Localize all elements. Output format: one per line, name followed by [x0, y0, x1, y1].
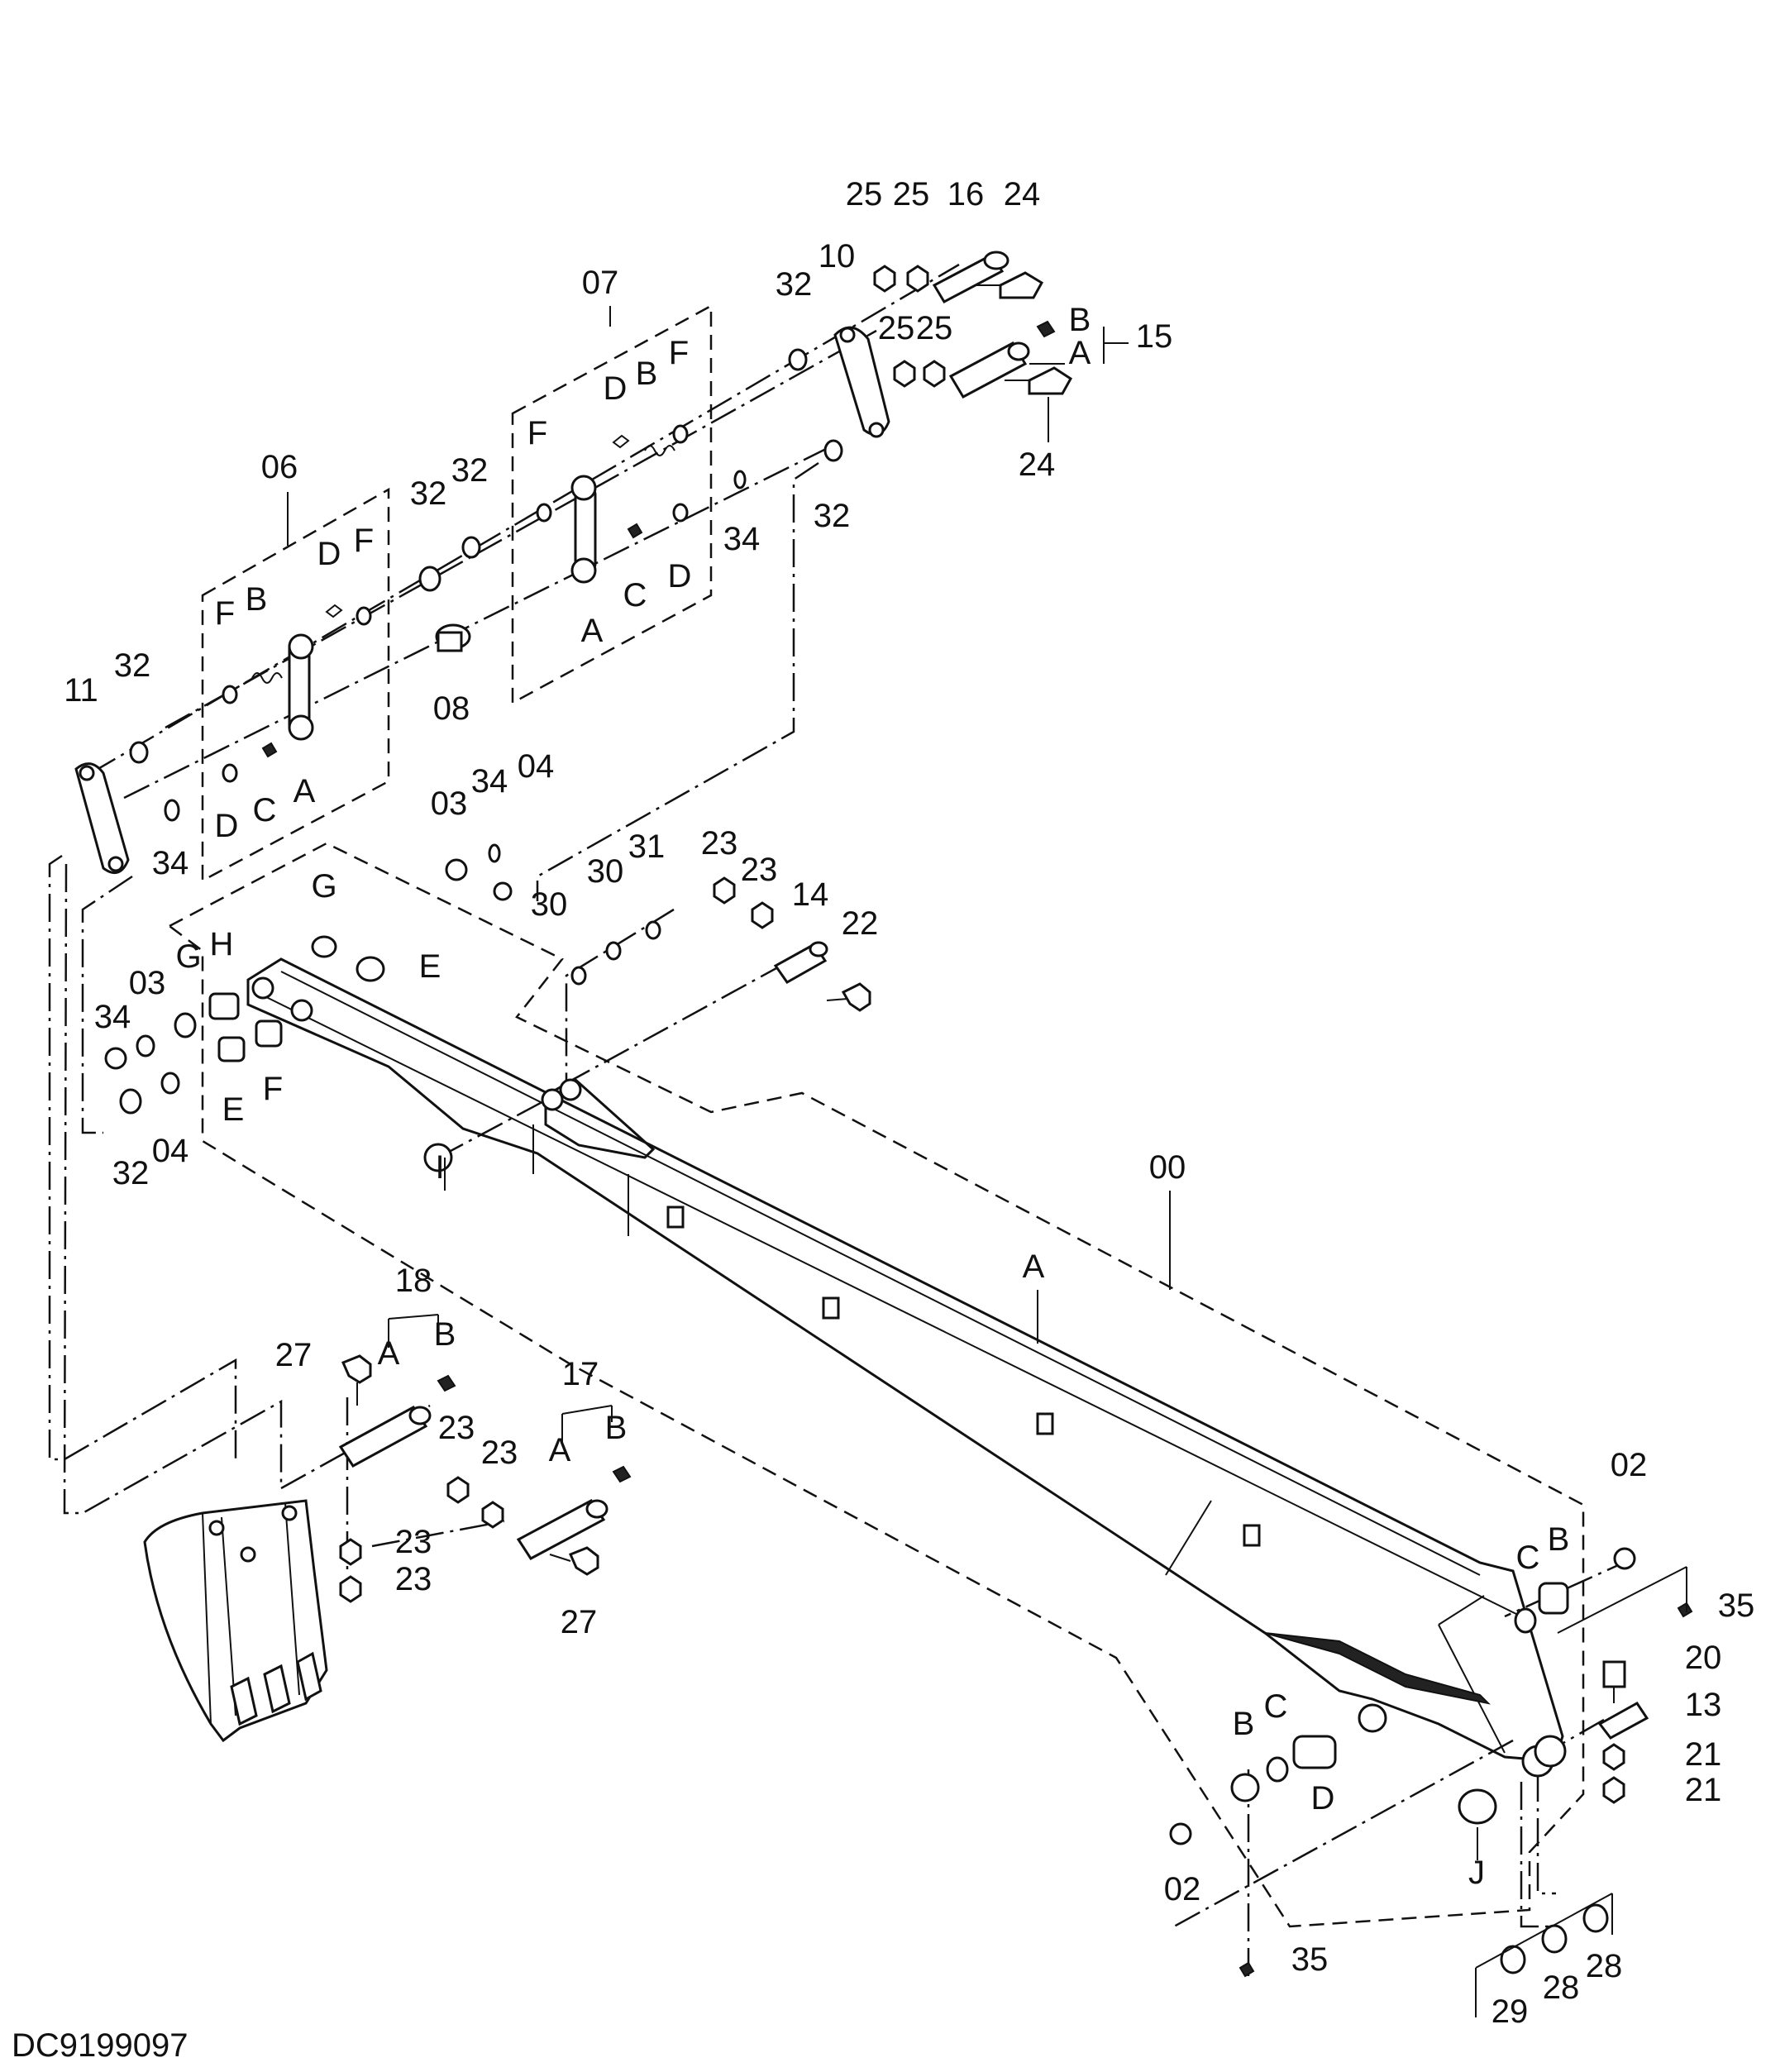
part-label-lD07b: D [668, 558, 692, 594]
part-label-l00: 00 [1149, 1149, 1186, 1186]
part-label-lD06b: D [215, 808, 239, 844]
part-label-lB2: B [1548, 1521, 1570, 1558]
leader-lines [287, 306, 1687, 2017]
part-label-lA07: A [581, 613, 604, 649]
part-label-l23a: 23 [701, 825, 738, 862]
part-label-lA15: A [1069, 335, 1091, 371]
part-label-l25d: 25 [916, 310, 953, 346]
part-label-l34b: 34 [152, 845, 189, 881]
part-label-lF06: F [354, 523, 374, 559]
part-label-l32d: 32 [814, 498, 851, 534]
part-label-l23f: 23 [395, 1561, 432, 1597]
part-label-lI: I [435, 1149, 444, 1186]
part-label-lF2: F [263, 1071, 283, 1107]
part-label-l04b: 04 [152, 1133, 189, 1169]
part-label-l23b: 23 [741, 852, 778, 888]
arm-body [246, 957, 1567, 1778]
part-label-lB07: B [636, 356, 658, 392]
part-label-l10: 10 [819, 238, 856, 275]
diagram-code: DC9199097 [12, 2027, 189, 2064]
part-label-l23e: 23 [395, 1524, 432, 1560]
assembly-outlines [169, 303, 1585, 1928]
part-label-lG2: G [175, 938, 201, 975]
part-label-l30a: 30 [587, 853, 624, 890]
connection-lines [48, 263, 1634, 1976]
part-label-lC07: C [623, 577, 647, 613]
part-label-l08: 08 [433, 690, 470, 727]
part-label-l25b: 25 [893, 176, 930, 212]
part-label-l02a: 02 [1611, 1447, 1648, 1483]
part-label-l29: 29 [1491, 1993, 1529, 2030]
part-label-lA00: A [1023, 1248, 1045, 1285]
part-label-lF07a: F [527, 415, 547, 451]
part-label-lB18: B [434, 1316, 456, 1353]
link-parts [74, 326, 890, 875]
part-label-l03b: 03 [129, 965, 166, 1001]
part-label-l20: 20 [1685, 1640, 1722, 1676]
part-label-l16: 16 [947, 176, 985, 212]
part-label-l32c: 32 [451, 452, 489, 489]
part-label-lG1: G [311, 868, 336, 905]
part-label-l13: 13 [1685, 1687, 1722, 1723]
part-label-l14: 14 [792, 876, 829, 913]
part-label-lJ: J [1468, 1855, 1485, 1891]
part-label-lD3: D [1311, 1780, 1335, 1817]
part-label-l28b: 28 [1543, 1969, 1580, 2006]
part-label-l27b: 27 [561, 1604, 598, 1640]
part-label-l02b: 02 [1164, 1871, 1201, 1907]
part-label-l28a: 28 [1586, 1948, 1623, 1984]
part-label-l21a: 21 [1685, 1736, 1722, 1773]
part-label-lD06: D [317, 536, 341, 572]
part-label-l24b: 24 [1019, 446, 1056, 483]
part-label-l18: 18 [395, 1263, 432, 1299]
part-label-l25c: 25 [878, 310, 915, 346]
part-label-lD07: D [604, 370, 628, 407]
part-label-l32e: 32 [114, 647, 151, 684]
part-label-lC3: C [1264, 1688, 1288, 1725]
part-label-l17: 17 [562, 1356, 599, 1392]
part-label-l07: 07 [582, 265, 619, 301]
part-label-l15: 15 [1136, 318, 1173, 355]
part-label-lA06: A [294, 773, 316, 809]
part-label-lE1: E [419, 948, 441, 985]
part-label-l34c: 34 [471, 763, 508, 800]
part-label-l03a: 03 [431, 785, 468, 822]
part-label-l22: 22 [842, 905, 879, 942]
part-label-lB15: B [1069, 302, 1091, 338]
part-label-l34a: 34 [723, 521, 761, 557]
part-label-lA18: A [378, 1335, 400, 1372]
part-label-l35a: 35 [1718, 1587, 1755, 1624]
part-label-l32a: 32 [776, 266, 813, 303]
part-label-l21b: 21 [1685, 1772, 1722, 1808]
bucket [143, 1499, 328, 1743]
part-label-l04a: 04 [518, 748, 555, 785]
part-label-l30b: 30 [531, 886, 568, 923]
part-label-lB17: B [605, 1410, 628, 1446]
part-label-lF06b: F [215, 595, 235, 632]
part-label-l35b: 35 [1291, 1941, 1329, 1978]
part-label-lE2: E [222, 1091, 245, 1128]
part-label-lB06: B [246, 581, 268, 618]
part-label-l11: 11 [64, 672, 98, 709]
part-label-lF07b: F [669, 335, 689, 371]
part-label-l32b: 32 [410, 475, 447, 512]
part-label-l23d: 23 [481, 1435, 518, 1471]
fasteners [104, 251, 1693, 1978]
part-label-l31: 31 [628, 828, 666, 865]
part-label-lB3: B [1233, 1706, 1255, 1742]
part-label-lC2: C [1516, 1540, 1540, 1576]
part-label-l34d: 34 [94, 999, 131, 1035]
part-label-lH: H [210, 926, 234, 962]
part-label-l27a: 27 [275, 1337, 313, 1373]
part-label-l06: 06 [261, 449, 298, 485]
part-label-l23c: 23 [438, 1410, 475, 1446]
part-label-l24a: 24 [1004, 176, 1041, 212]
part-label-l25a: 25 [846, 176, 883, 212]
part-label-l32f: 32 [112, 1155, 150, 1191]
part-label-lC06: C [253, 792, 277, 828]
part-label-lA17: A [549, 1432, 571, 1468]
